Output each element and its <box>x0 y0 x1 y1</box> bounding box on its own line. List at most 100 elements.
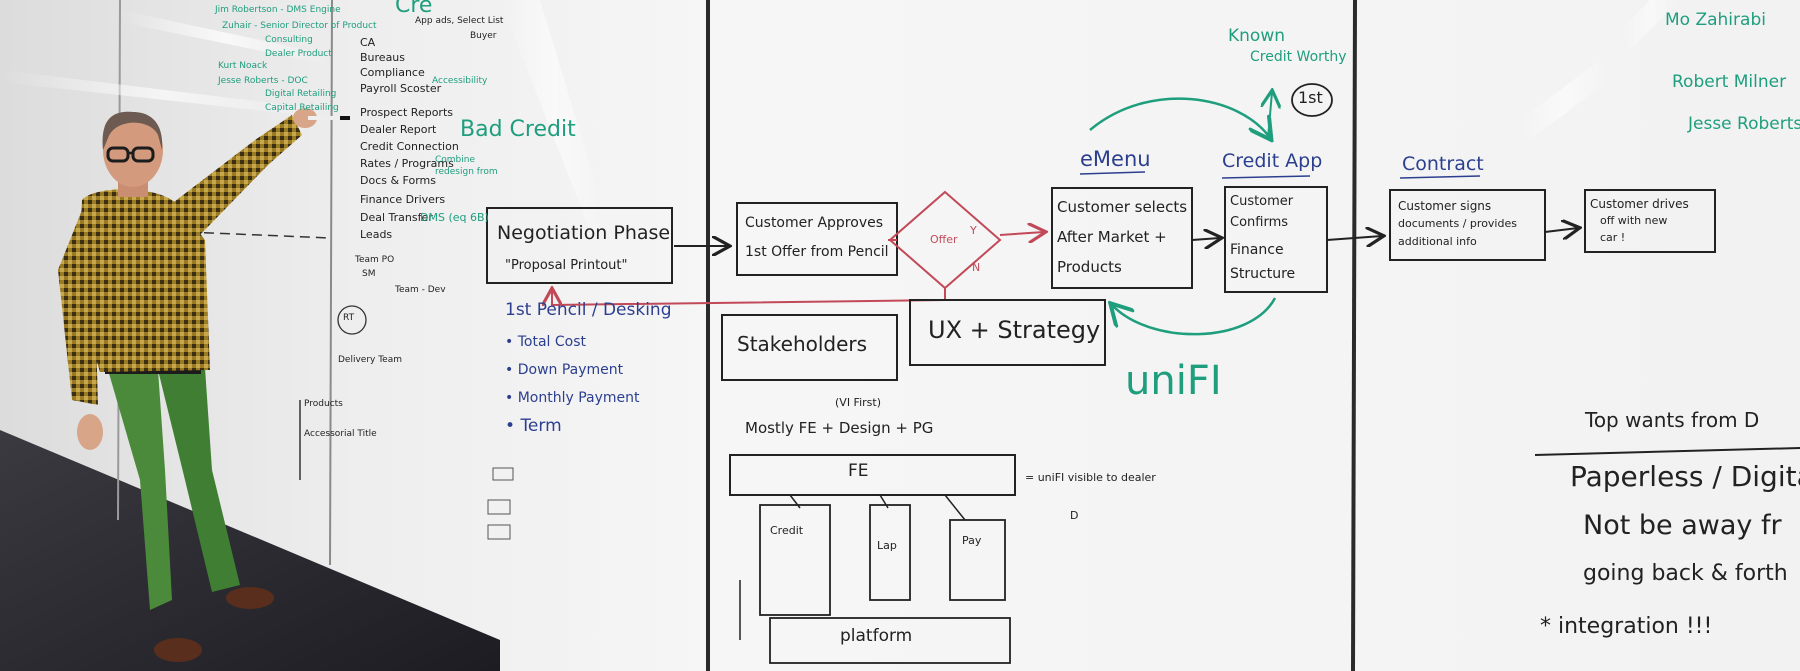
left-name-3: Consulting <box>265 35 313 45</box>
right-name-1: Mo Zahirabi <box>1665 10 1766 30</box>
pencil-item-text: Monthly Payment <box>517 390 640 406</box>
left-name-8: Capital Retailing <box>265 103 339 113</box>
decision-label: Offer <box>930 233 958 246</box>
wants-item: Paperless / Digita <box>1570 460 1800 493</box>
wants-item: Not be away fr <box>1583 510 1782 541</box>
negotiation-line2: "Proposal Printout" <box>505 258 628 273</box>
pencil-heading: 1st Pencil / Desking <box>505 300 672 320</box>
lap-box <box>869 504 911 601</box>
left-header: Cre <box>395 0 433 18</box>
deal-transfer-note: DMS (eq 6B) <box>420 211 489 224</box>
fe-box <box>729 454 1016 496</box>
pencil-item: • Term <box>505 416 562 436</box>
contract-label: Contract <box>1402 153 1484 175</box>
presenter-person <box>58 108 350 662</box>
credit-box <box>759 504 831 616</box>
pencil-item-text: Total Cost <box>517 334 586 350</box>
bad-credit-label: Bad Credit <box>460 117 576 142</box>
drives-line1: Customer drives <box>1590 197 1689 211</box>
known-line2: Credit Worthy <box>1250 49 1347 65</box>
negotiation-box <box>486 207 673 284</box>
top-wants-heading: Top wants from D <box>1585 408 1760 432</box>
team-note: SM <box>362 269 376 279</box>
pencil-item: • Down Payment <box>505 362 624 378</box>
decision-yes: Y <box>970 224 977 237</box>
pay-label: Pay <box>962 534 982 547</box>
team-note: Team - Dev <box>395 285 446 295</box>
ux-strategy-box <box>909 299 1106 366</box>
unifi-label: uniFI <box>1125 358 1222 404</box>
annot-accessibility: Accessibility <box>432 76 488 86</box>
left-name-1: Jim Robertson - DMS Engine <box>215 5 341 15</box>
signs-line2: documents / provides <box>1398 217 1517 230</box>
left-list-item: Bureaus <box>360 51 406 64</box>
pencil-item: • Monthly Payment <box>505 390 640 406</box>
team-note: Delivery Team <box>338 355 403 365</box>
left-list-item: Leads <box>360 228 393 241</box>
left-list-item: CA <box>360 36 376 49</box>
annot-app: App ads, Select List <box>415 16 504 26</box>
selects-box <box>1051 187 1193 289</box>
stakeholders-box <box>721 314 898 381</box>
team-note: Team PO <box>355 255 395 265</box>
confirms-line3: Finance <box>1230 242 1284 258</box>
d-note: D <box>1070 509 1079 522</box>
wants-item: going back & forth <box>1583 561 1788 586</box>
confirms-line1: Customer <box>1230 194 1294 209</box>
selects-line1: Customer selects <box>1057 198 1188 216</box>
annot-combine: Combine <box>435 155 476 165</box>
left-list-item: Credit Connection <box>360 140 459 153</box>
left-list-item: Finance Drivers <box>360 193 446 206</box>
lap-label: Lap <box>877 539 897 552</box>
stakeholders-label: Stakeholders <box>737 332 868 356</box>
confirms-line2: Confirms <box>1230 215 1289 230</box>
accessorial-title: Accessorial Title <box>304 429 377 439</box>
selects-line3: Products <box>1057 258 1122 276</box>
signs-line1: Customer signs <box>1398 199 1492 213</box>
approves-line2: 1st Offer from Pencil <box>745 244 889 260</box>
annot-redesign: redesign from <box>435 167 498 177</box>
left-list-item: Payroll Scoster <box>360 82 442 95</box>
left-list-item: Docs & Forms <box>360 174 436 187</box>
drives-line2: off with new <box>1600 214 1668 227</box>
left-name-4: Dealer Product <box>265 49 332 59</box>
left-list-item: Rates / Programs <box>360 157 454 170</box>
platform-box <box>769 617 1011 664</box>
left-list-item: Dealer Report <box>360 123 437 136</box>
carpet-floor <box>0 430 500 671</box>
drives-box <box>1584 189 1716 253</box>
credit-app-label: Credit App <box>1222 150 1323 172</box>
first-label: 1st <box>1298 88 1323 107</box>
ux-strategy-label: UX + Strategy <box>928 316 1101 344</box>
eq-note: = uniFI visible to dealer <box>1025 471 1156 484</box>
team-note: RT <box>343 313 355 323</box>
credit-label: Credit <box>770 524 804 537</box>
pencil-item-text: Down Payment <box>517 362 624 378</box>
confirms-line4: Structure <box>1230 266 1296 282</box>
board-divider-2 <box>1351 0 1357 671</box>
left-name-2: Zuhair - Senior Director of Product <box>222 21 377 31</box>
approves-line1: Customer Approves <box>745 215 884 231</box>
left-name-5: Kurt Noack <box>218 61 268 71</box>
left-list-item: Deal Transfer <box>360 211 433 224</box>
products-label: Products <box>304 399 343 409</box>
arch-line: Mostly FE + Design + PG <box>745 419 934 437</box>
wants-item: * integration !!! <box>1540 614 1713 639</box>
pencil-item-text: Term <box>520 416 562 436</box>
left-list-item: Compliance <box>360 66 425 79</box>
emenu-label: eMenu <box>1080 147 1151 171</box>
signs-line3: additional info <box>1398 235 1477 248</box>
annot-buyer: Buyer <box>470 31 497 41</box>
left-name-7: Digital Retailing <box>265 89 337 99</box>
arch-top-note: (VI First) <box>835 396 881 409</box>
selects-line2: After Market + <box>1057 228 1167 246</box>
right-name-2: Robert Milner <box>1672 72 1787 92</box>
platform-label: platform <box>840 626 913 646</box>
fe-label: FE <box>848 461 869 481</box>
signs-box <box>1389 189 1546 261</box>
negotiation-line1: Negotiation Phase <box>497 222 671 244</box>
decision-no: N <box>972 261 981 274</box>
left-list-item: Prospect Reports <box>360 106 453 119</box>
